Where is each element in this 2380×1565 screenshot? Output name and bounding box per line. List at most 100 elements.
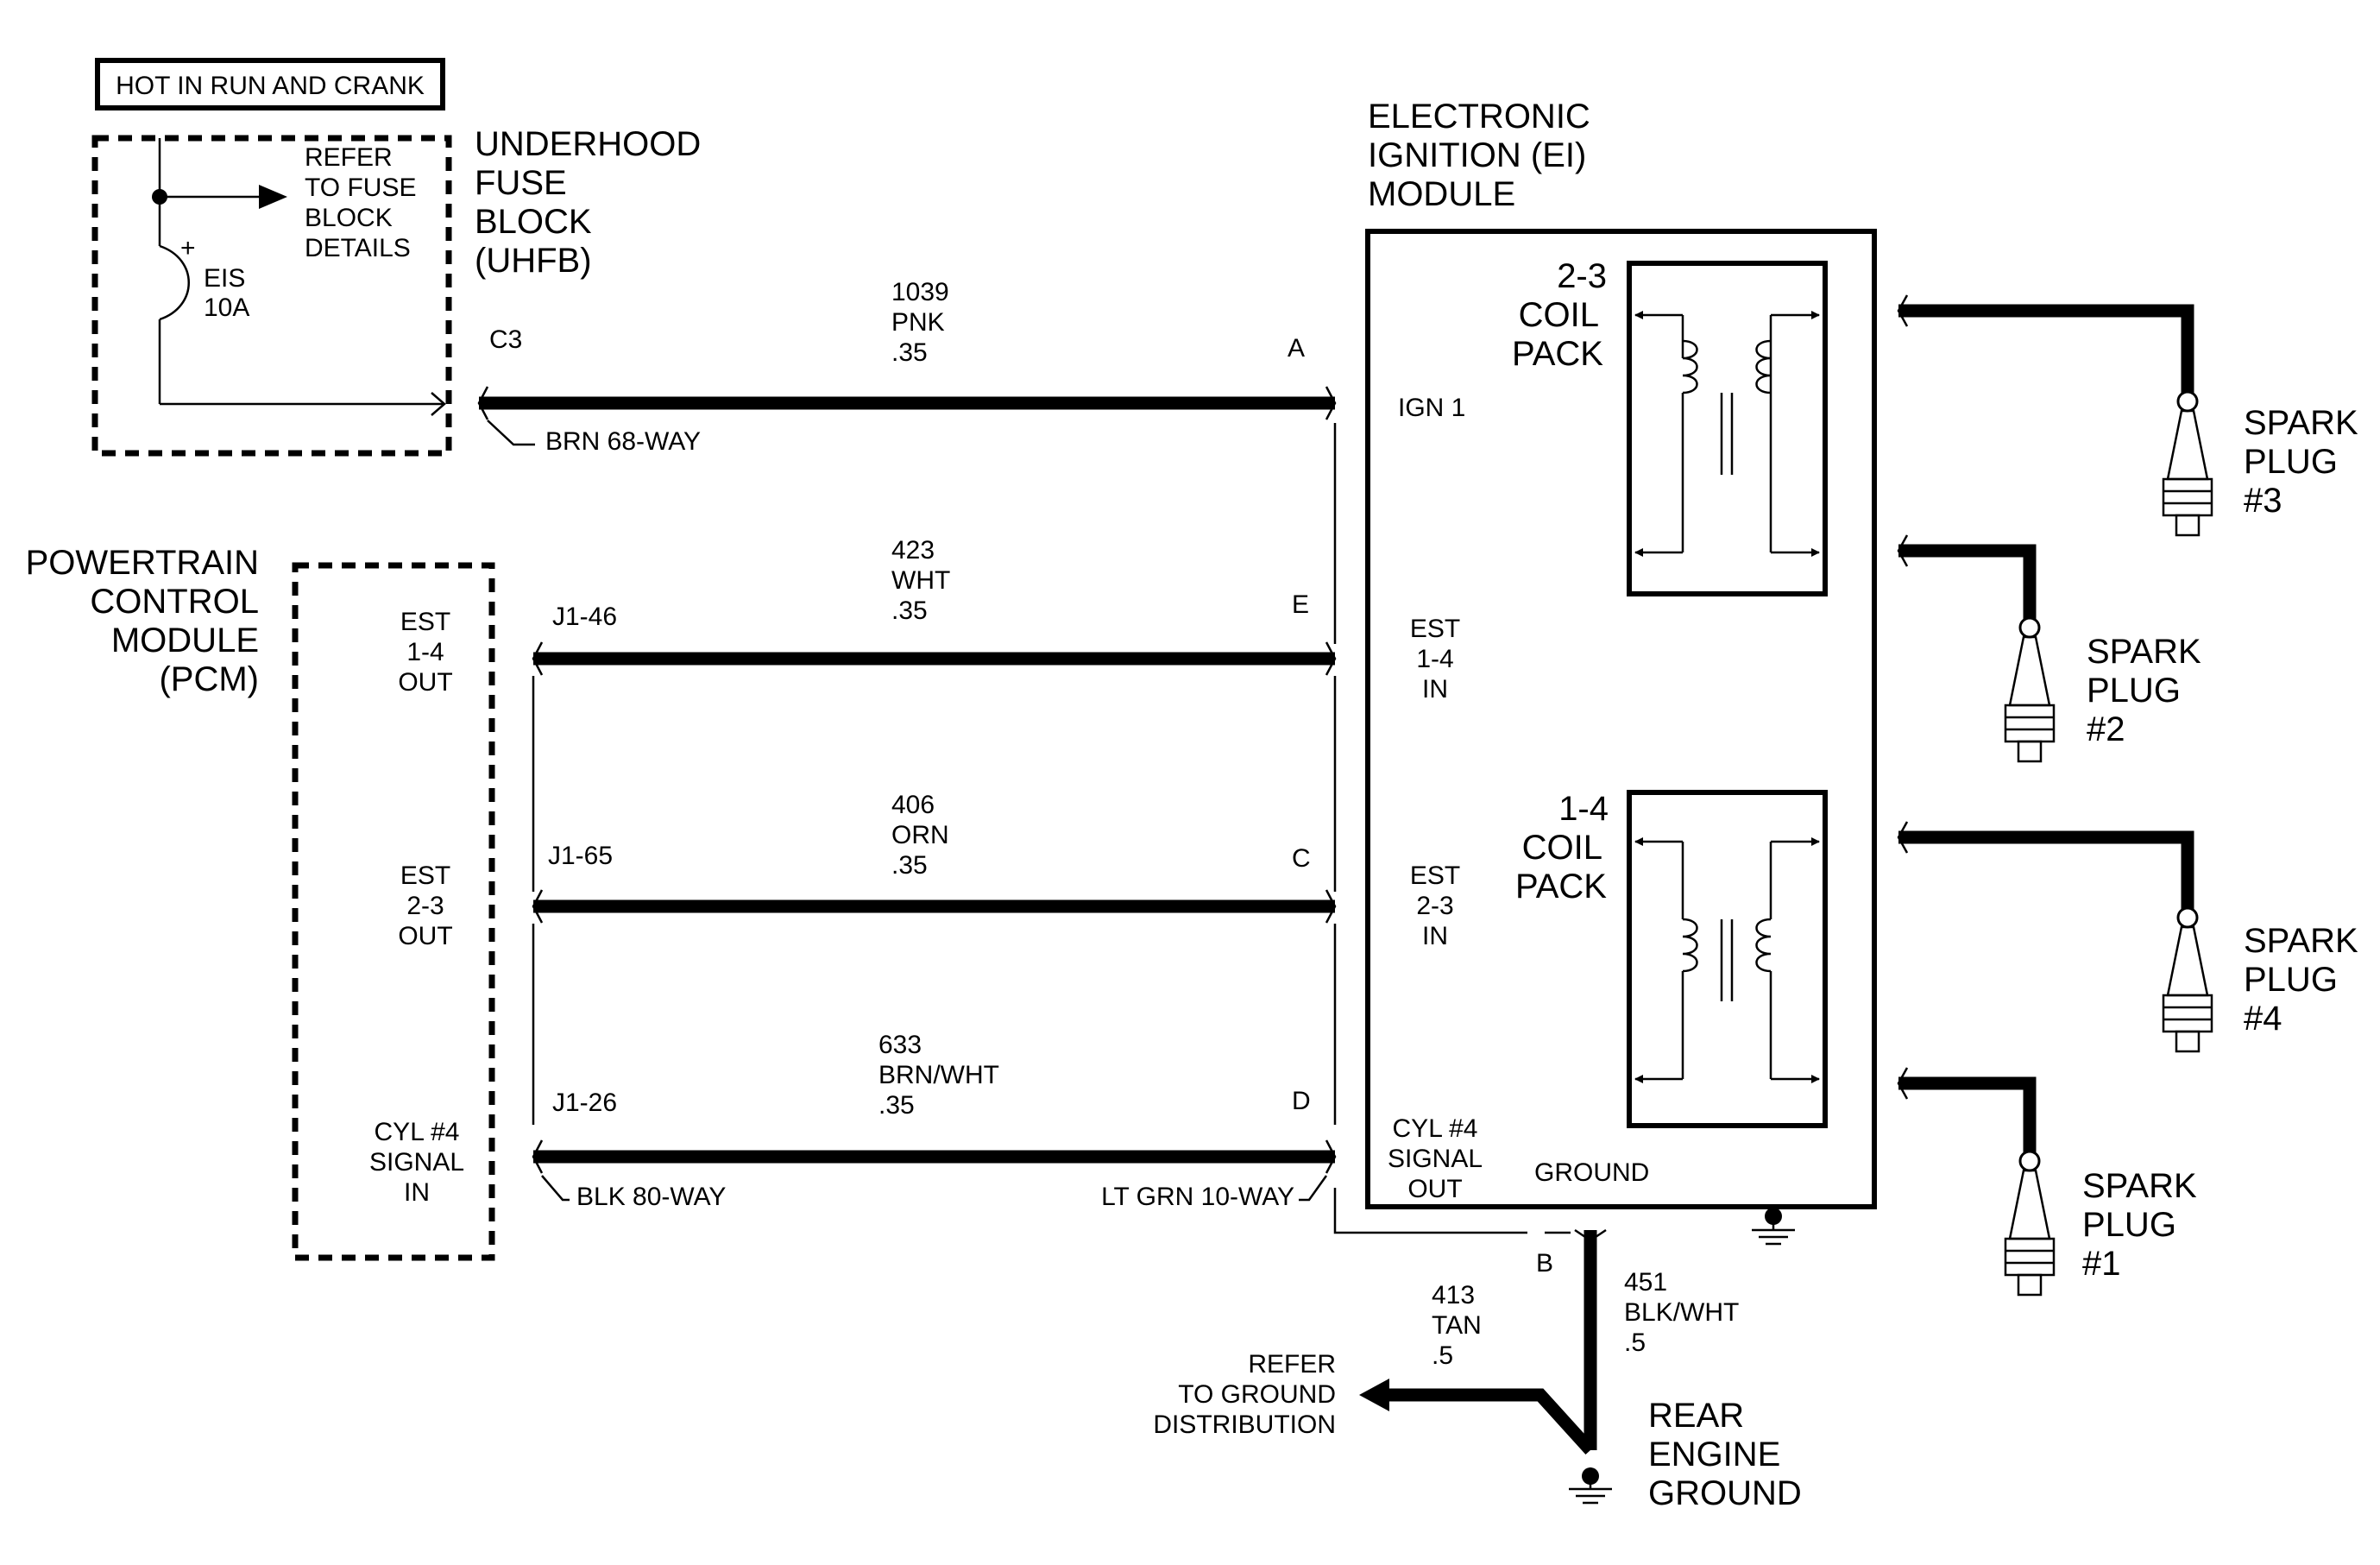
- svg-text:E: E: [1292, 590, 1309, 619]
- svg-text:REFER: REFER: [305, 143, 393, 172]
- svg-text:406: 406: [891, 791, 935, 819]
- circuit-633: 633 BRN/WHT .35 J1-26 D BLK 80-WAY LT GR…: [532, 1031, 1337, 1211]
- svg-text:D: D: [1292, 1087, 1311, 1115]
- svg-text:C: C: [1292, 844, 1311, 873]
- pcm-title: POWERTRAIN CONTROL MODULE (PCM): [26, 544, 259, 698]
- refer-ground-arrow-icon: [1359, 1379, 1389, 1411]
- svg-text:SPARK: SPARK: [2244, 404, 2358, 442]
- fuse-block-outline: [91, 135, 452, 457]
- svg-text:SIGNAL: SIGNAL: [369, 1148, 464, 1177]
- svg-text:#1: #1: [2082, 1245, 2121, 1283]
- svg-text:#4: #4: [2244, 1000, 2282, 1038]
- svg-text:IGNITION (EI): IGNITION (EI): [1368, 136, 1586, 174]
- svg-text:SIGNAL: SIGNAL: [1388, 1145, 1483, 1173]
- svg-text:ORN: ORN: [891, 821, 949, 849]
- svg-text:2-3: 2-3: [1557, 257, 1607, 295]
- pcm-pin-est23-out: EST 2-3 OUT: [398, 861, 452, 950]
- pcm-module: EST 1-4 OUT EST 2-3 OUT CYL #4 SIGNAL IN: [292, 562, 495, 1261]
- circuit-1039: 1039 PNK .35 C3 A BRN 68-WAY: [477, 278, 1337, 456]
- svg-text:.35: .35: [891, 851, 928, 880]
- svg-text:#3: #3: [2244, 482, 2282, 520]
- svg-text:IN: IN: [1422, 675, 1448, 704]
- svg-text:DISTRIBUTION: DISTRIBUTION: [1153, 1410, 1336, 1439]
- svg-text:DETAILS: DETAILS: [305, 234, 411, 262]
- rear-engine-ground-icon: [1569, 1467, 1612, 1505]
- svg-text:ELECTRONIC: ELECTRONIC: [1368, 98, 1590, 136]
- svg-text:PLUG: PLUG: [2244, 961, 2338, 999]
- ground-pin-b: B: [1536, 1249, 1553, 1278]
- svg-text:TO FUSE: TO FUSE: [305, 174, 416, 202]
- svg-text:TAN: TAN: [1432, 1311, 1482, 1340]
- svg-text:HOT IN RUN AND CRANK: HOT IN RUN AND CRANK: [116, 72, 425, 100]
- svg-text:TO GROUND: TO GROUND: [1178, 1380, 1336, 1409]
- svg-text:LT GRN 10-WAY: LT GRN 10-WAY: [1101, 1183, 1294, 1211]
- svg-text:2-3: 2-3: [1416, 892, 1453, 920]
- svg-text:BLK 80-WAY: BLK 80-WAY: [576, 1183, 726, 1211]
- pcm-outline: [292, 562, 495, 1261]
- ei-module-outline: [1365, 229, 1877, 1209]
- ei-module: IGN 1 EST 1-4 IN EST 2-3 IN CYL #4 SIGNA…: [1365, 229, 1877, 1246]
- svg-text:J1-65: J1-65: [548, 842, 613, 870]
- svg-text:(PCM): (PCM): [159, 660, 259, 698]
- svg-text:OUT: OUT: [398, 922, 452, 950]
- svg-text:OUT: OUT: [1407, 1175, 1462, 1203]
- ground-circuit: B 413 TAN .5 451 BLK/WHT .5 REFER TO GRO…: [1153, 1228, 1802, 1512]
- svg-text:EST: EST: [400, 861, 450, 890]
- svg-text:(UHFB): (UHFB): [475, 242, 592, 280]
- svg-text:.5: .5: [1624, 1328, 1646, 1357]
- fuse-icon: [159, 244, 190, 321]
- spark-plug-2: SPARK PLUG #2: [1897, 534, 2201, 763]
- svg-text:CONTROL: CONTROL: [90, 583, 259, 621]
- svg-text:REAR: REAR: [1648, 1397, 1744, 1435]
- svg-text:PACK: PACK: [1512, 335, 1603, 373]
- pin-est23-in: EST 2-3 IN: [1410, 861, 1460, 950]
- svg-text:423: 423: [891, 536, 935, 565]
- svg-text:PNK: PNK: [891, 308, 945, 337]
- svg-text:UNDERHOOD: UNDERHOOD: [475, 125, 701, 163]
- coil-pack-1-4: 1-4 COIL PACK: [1515, 790, 1828, 1128]
- pin-ign1: IGN 1: [1398, 394, 1465, 422]
- svg-text:.35: .35: [891, 596, 928, 625]
- svg-text:CYL #4: CYL #4: [1393, 1114, 1478, 1143]
- svg-text:SPARK: SPARK: [2244, 922, 2358, 960]
- refer-arrow-icon: [259, 185, 287, 209]
- pcm-pin-est14-out: EST 1-4 OUT: [398, 608, 452, 697]
- svg-text:FUSE: FUSE: [475, 164, 567, 202]
- svg-text:#2: #2: [2087, 710, 2125, 748]
- svg-text:413: 413: [1432, 1281, 1475, 1309]
- svg-text:GROUND: GROUND: [1648, 1474, 1802, 1512]
- svg-text:1039: 1039: [891, 278, 949, 306]
- svg-text:C3: C3: [489, 325, 522, 354]
- svg-text:1-4: 1-4: [406, 638, 444, 666]
- pin-est14-in: EST 1-4 IN: [1410, 615, 1460, 704]
- coil-pack-2-3: 2-3 COIL PACK: [1512, 257, 1828, 596]
- svg-text:POWERTRAIN: POWERTRAIN: [26, 544, 259, 582]
- svg-text:PLUG: PLUG: [2087, 672, 2181, 710]
- ei-module-title: ELECTRONIC IGNITION (EI) MODULE: [1368, 98, 1590, 213]
- spark-plug-4: SPARK PLUG #4: [1897, 821, 2358, 1053]
- svg-text:.35: .35: [878, 1091, 915, 1120]
- pin-cyl4-signal-out: CYL #4 SIGNAL OUT: [1388, 1114, 1483, 1203]
- svg-text:+: +: [180, 234, 196, 262]
- svg-text:WHT: WHT: [891, 566, 950, 595]
- svg-text:EIS: EIS: [204, 264, 245, 293]
- svg-text:PLUG: PLUG: [2082, 1206, 2176, 1244]
- svg-text:CYL #4: CYL #4: [375, 1118, 460, 1146]
- svg-text:.35: .35: [891, 338, 928, 367]
- svg-text:10A: 10A: [204, 293, 249, 322]
- svg-text:EST: EST: [1410, 861, 1460, 890]
- svg-text:BLOCK: BLOCK: [305, 204, 393, 232]
- svg-text:2-3: 2-3: [406, 892, 444, 920]
- module-ground-icon: [1752, 1208, 1795, 1246]
- svg-text:1-4: 1-4: [1416, 645, 1453, 673]
- svg-text:BLK/WHT: BLK/WHT: [1624, 1298, 1739, 1327]
- svg-text:.5: .5: [1432, 1341, 1453, 1370]
- svg-text:BRN/WHT: BRN/WHT: [878, 1061, 999, 1089]
- svg-text:633: 633: [878, 1031, 922, 1059]
- svg-text:IN: IN: [404, 1178, 430, 1207]
- svg-text:IN: IN: [1422, 922, 1448, 950]
- circuit-423: 423 WHT .35 J1-46 E: [532, 536, 1337, 676]
- svg-text:COIL: COIL: [1522, 829, 1602, 867]
- svg-text:ENGINE: ENGINE: [1648, 1436, 1780, 1473]
- pin-ground: GROUND: [1534, 1158, 1649, 1187]
